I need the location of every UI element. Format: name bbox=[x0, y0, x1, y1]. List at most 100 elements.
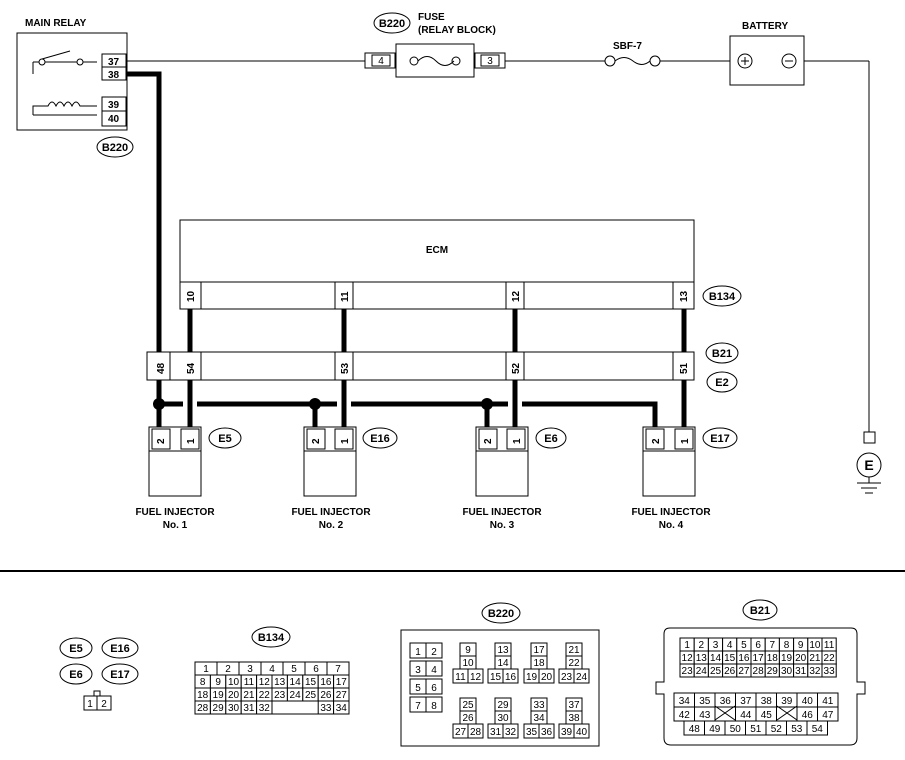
b134-cell: 13 bbox=[274, 677, 286, 688]
b21-cell: 48 bbox=[689, 724, 701, 735]
b21-cell: 30 bbox=[781, 666, 793, 677]
injector-4-label: FUEL INJECTOR bbox=[631, 507, 711, 518]
b21-cell: 35 bbox=[699, 696, 711, 707]
fuse: B220 FUSE (RELAY BLOCK) 4 3 bbox=[364, 12, 506, 78]
b134-cell: 9 bbox=[215, 677, 221, 688]
ecm: ECM 10 11 12 13 B134 bbox=[179, 219, 742, 310]
b21-cell: 40 bbox=[802, 696, 814, 707]
b21-cell: 23 bbox=[682, 666, 694, 677]
b220-cell: 18 bbox=[533, 658, 545, 669]
b134-cell: 14 bbox=[290, 677, 302, 688]
injector-3-number: No. 3 bbox=[490, 520, 515, 531]
fuse-pin-3: 3 bbox=[487, 56, 493, 67]
b220-cell: 5 bbox=[415, 683, 421, 694]
b220-cell: 16 bbox=[505, 672, 517, 683]
b21-cell: 27 bbox=[738, 666, 750, 677]
b134-cell: 10 bbox=[228, 677, 240, 688]
b134-cell: 3 bbox=[247, 664, 253, 675]
b21-cell: 8 bbox=[784, 640, 790, 651]
b21-cell: 19 bbox=[781, 653, 793, 664]
b21-bubble: B21 bbox=[712, 348, 732, 360]
power-wires bbox=[126, 60, 870, 432]
ground-label: E bbox=[864, 457, 873, 473]
b134-cell: 28 bbox=[197, 703, 209, 714]
injector-2-number: No. 2 bbox=[319, 520, 344, 531]
b220-cell: 14 bbox=[497, 658, 509, 669]
b21-cell: 36 bbox=[720, 696, 732, 707]
b21-cell: 41 bbox=[822, 696, 834, 707]
b220-view-label: B220 bbox=[488, 608, 514, 620]
main-relay: MAIN RELAY 37 38 39 40 B220 bbox=[16, 18, 134, 158]
b134-cell: 20 bbox=[228, 690, 240, 701]
b21-cell: 31 bbox=[795, 666, 807, 677]
b21-cell: 18 bbox=[767, 653, 779, 664]
b220-cell: 32 bbox=[505, 727, 517, 738]
b220-bubble-relay-text: B220 bbox=[102, 142, 128, 154]
sbf-label: SBF-7 bbox=[613, 41, 642, 52]
injector-2-connector: E16 bbox=[370, 433, 390, 445]
injector-4-connector: E17 bbox=[710, 433, 730, 445]
b220-cell: 11 bbox=[455, 672, 466, 683]
b21-cell: 3 bbox=[713, 640, 719, 651]
fuse-label: FUSE bbox=[418, 12, 445, 23]
ecm-pin-11: 11 bbox=[340, 291, 351, 302]
b220-cell: 4 bbox=[431, 665, 437, 676]
joint-pin-54: 54 bbox=[186, 362, 197, 374]
fuse-pin-4: 4 bbox=[378, 56, 384, 67]
b21-cell: 2 bbox=[699, 640, 705, 651]
injector-3-label: FUEL INJECTOR bbox=[462, 507, 542, 518]
b134-cell: 22 bbox=[259, 690, 271, 701]
injector-3-connector: E6 bbox=[544, 433, 557, 445]
b21-cell: 39 bbox=[781, 696, 793, 707]
injector-1-label: FUEL INJECTOR bbox=[135, 507, 215, 518]
b220-cell: 1 bbox=[415, 647, 421, 658]
b21-cell: 12 bbox=[682, 653, 694, 664]
ecm-pin-12: 12 bbox=[511, 290, 522, 302]
b220-cell: 6 bbox=[431, 683, 437, 694]
e6-view-label: E6 bbox=[69, 669, 82, 681]
e17-view-label: E17 bbox=[110, 669, 130, 681]
b21-cell: 53 bbox=[791, 724, 803, 735]
b21-cell: 43 bbox=[699, 710, 711, 721]
b21-cell: 17 bbox=[753, 653, 765, 664]
joint-connector-body bbox=[146, 351, 695, 381]
b21-cell: 14 bbox=[710, 653, 722, 664]
battery: BATTERY bbox=[729, 21, 805, 86]
e2-bubble: E2 bbox=[715, 377, 728, 389]
b134-cell: 1 bbox=[203, 664, 209, 675]
b220-cell: 24 bbox=[576, 672, 588, 683]
ecm-connector bbox=[179, 281, 695, 310]
b21-cell: 32 bbox=[809, 666, 821, 677]
b21-cell: 34 bbox=[679, 696, 691, 707]
b21-cell: 10 bbox=[809, 640, 821, 651]
relay-pin-39: 39 bbox=[108, 100, 120, 111]
b134-cell: 15 bbox=[305, 677, 317, 688]
b134-cell: 4 bbox=[269, 664, 275, 675]
b220-cell: 8 bbox=[431, 701, 437, 712]
e-view-pin-2: 2 bbox=[101, 699, 107, 710]
b21-cell: 4 bbox=[727, 640, 733, 651]
b134-cell: 27 bbox=[336, 690, 348, 701]
b134-cell: 31 bbox=[243, 703, 255, 714]
b21-view-label: B21 bbox=[750, 605, 770, 617]
b134-cell: 26 bbox=[320, 690, 332, 701]
b21-cell: 42 bbox=[679, 710, 691, 721]
fuse-label-sub: (RELAY BLOCK) bbox=[418, 25, 496, 36]
joint-pin-52: 52 bbox=[511, 362, 522, 374]
relay-pin-40: 40 bbox=[108, 114, 120, 125]
b21-cell: 13 bbox=[696, 653, 708, 664]
b21-cell: 49 bbox=[709, 724, 721, 735]
b21-cell: 45 bbox=[761, 710, 773, 721]
b21-cell: 11 bbox=[824, 640, 835, 651]
b220-cell: 23 bbox=[561, 672, 573, 683]
ecm-label: ECM bbox=[426, 245, 448, 256]
joint-pin-51: 51 bbox=[679, 362, 690, 374]
b21-cell: 28 bbox=[753, 666, 765, 677]
b220-cell: 2 bbox=[431, 647, 437, 658]
relay-pin-37: 37 bbox=[108, 57, 120, 68]
b21-cell: 54 bbox=[812, 724, 824, 735]
b134-cell: 17 bbox=[336, 677, 348, 688]
b21-cell: 24 bbox=[696, 666, 708, 677]
